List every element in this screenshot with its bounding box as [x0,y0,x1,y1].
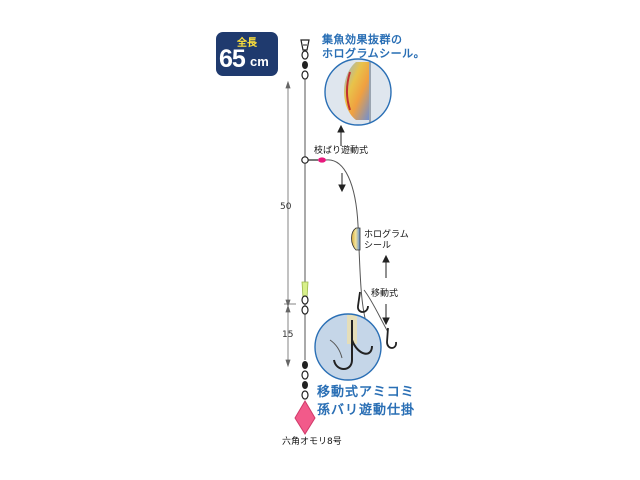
branch-swivel-icon [301,156,326,164]
branch-label: 枝ばり遊動式 [314,146,369,156]
bottom-swivel-icon [301,295,309,400]
hook-icon [357,291,397,349]
badge-length-unit: cm [250,54,269,69]
pink-bead [318,157,326,163]
hologram-title-line1: 集魚効果抜群の [322,33,403,46]
branch-line [325,159,367,323]
hologram-closeup-image [324,58,392,126]
dimension-upper: 50 [280,202,292,212]
badge-length-value: 65 [219,45,246,73]
arrow-up-icon [382,254,390,278]
badge-label: 全長 [237,38,257,49]
hologram-seal-icon [351,227,361,251]
main-title-line2: 孫バリ遊動仕掛 [317,403,416,418]
sinker-label: 六角オモリ8号 [282,437,342,447]
dimension-lower: 15 [282,330,294,340]
moving-label: 移動式 [371,289,399,299]
top-swivel-icon [300,39,310,80]
arrow-up-icon [337,124,345,146]
dimension-lines [284,80,296,368]
trailer-line [363,289,389,333]
seal-label-line2: シール [364,241,392,251]
total-length-badge: 全長 65 cm [216,32,278,76]
seal-label-line1: ホログラム [364,230,409,240]
arrow-down-icon [338,173,346,193]
hook-closeup-image [314,313,382,381]
hologram-title-line2: ホログラムシール。 [322,47,426,60]
main-title-line1: 移動式アミコミ [317,385,415,400]
sinker-icon [294,400,316,435]
arrow-down-icon [382,304,390,326]
